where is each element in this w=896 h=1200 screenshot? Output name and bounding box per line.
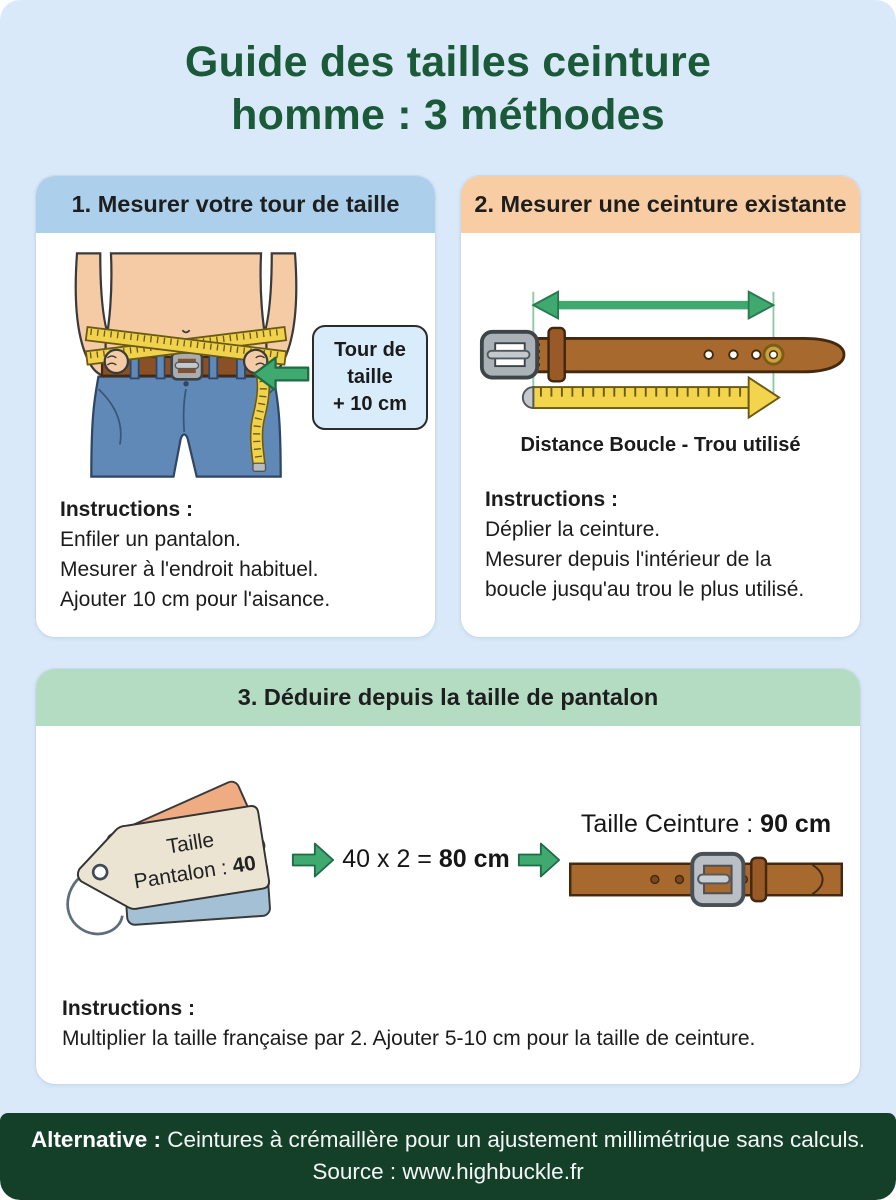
page-title-line2: homme : 3 méthodes — [231, 91, 665, 140]
instruction-line: Ajouter 10 cm pour l'aisance. — [60, 588, 331, 612]
belt-size-result: Taille Ceinture : 90 cm — [568, 810, 844, 909]
result-text: Taille Ceinture : 90 cm — [580, 810, 832, 839]
instruction-line: Mesurer à l'endroit habituel. — [60, 558, 319, 582]
belt-with-arrows-illustration — [479, 289, 845, 419]
flat-belt-illustration — [568, 852, 844, 908]
result-value: 90 cm — [760, 810, 832, 839]
callout-line: Tour de — [334, 338, 406, 361]
instructions-label: Instructions : — [60, 497, 194, 521]
pant-size-tag-illustration: Taille Pantalon : 40 — [66, 780, 271, 935]
callout-tour-de-taille: Tour de taille + 10 cm — [312, 324, 428, 430]
instruction-line: Mesurer depuis l'intérieur de la boucle … — [485, 548, 805, 602]
footer-source: Source : www.highbuckle.fr — [312, 1159, 584, 1185]
footer-banner: Alternative : Ceintures à crémaillère po… — [0, 1113, 896, 1200]
conversion-formula: 40 x 2 = 80 cm — [342, 845, 510, 874]
footer-alternative-label: Alternative : — [30, 1127, 161, 1153]
card3-header: 3. Déduire depuis la taille de pantalon — [36, 668, 860, 726]
instruction-line: Multiplier la taille française par 2. Aj… — [62, 1026, 756, 1050]
size-conversion-flow: Taille Pantalon : 40 40 x 2 = 80 cm Tail… — [36, 726, 860, 978]
card-method-3: 3. Déduire depuis la taille de pantalon … — [35, 667, 861, 1085]
arrow-right-icon — [517, 842, 560, 878]
waist-measure-illustration: Tour de taille + 10 cm — [36, 233, 435, 495]
tag-size-value: 40 — [231, 851, 258, 877]
card-method-1: 1. Mesurer votre tour de taille — [35, 174, 436, 638]
instructions-label: Instructions : — [485, 487, 619, 511]
instruction-line: Enfiler un pantalon. — [60, 527, 241, 551]
card2-header: 2. Mesurer une ceinture existante — [461, 175, 860, 233]
double-headed-arrow-icon — [530, 289, 775, 320]
page-title: Guide des tailles ceinture homme : 3 mét… — [0, 36, 896, 143]
arrow-left-icon — [252, 356, 310, 392]
card-method-2: 2. Mesurer une ceinture existante — [460, 174, 861, 638]
callout-line: taille — [347, 365, 393, 388]
card2-instructions: Instructions : Déplier la ceinture. Mesu… — [461, 485, 860, 606]
belt-measure-caption: Distance Boucle - Trou utilisé — [520, 433, 801, 456]
callout-line: + 10 cm — [333, 392, 407, 415]
methods-row: 1. Mesurer votre tour de taille — [35, 174, 861, 638]
card1-header: 1. Mesurer votre tour de taille — [36, 175, 435, 233]
card3-instructions: Instructions : Multiplier la taille fran… — [36, 994, 860, 1054]
page-title-line1: Guide des tailles ceinture — [184, 38, 712, 86]
formula-result: 80 cm — [438, 845, 510, 874]
card1-instructions: Instructions : Enfiler un pantalon. Mesu… — [36, 495, 435, 616]
footer-alternative: Alternative : Ceintures à crémaillère po… — [30, 1127, 866, 1153]
ruler-arrow-icon — [521, 375, 781, 419]
belt-measure-illustration: Distance Boucle - Trou utilisé — [461, 233, 860, 461]
instruction-line: Déplier la ceinture. — [485, 517, 661, 541]
arrow-right-icon — [292, 842, 335, 878]
instructions-label: Instructions : — [62, 996, 196, 1020]
